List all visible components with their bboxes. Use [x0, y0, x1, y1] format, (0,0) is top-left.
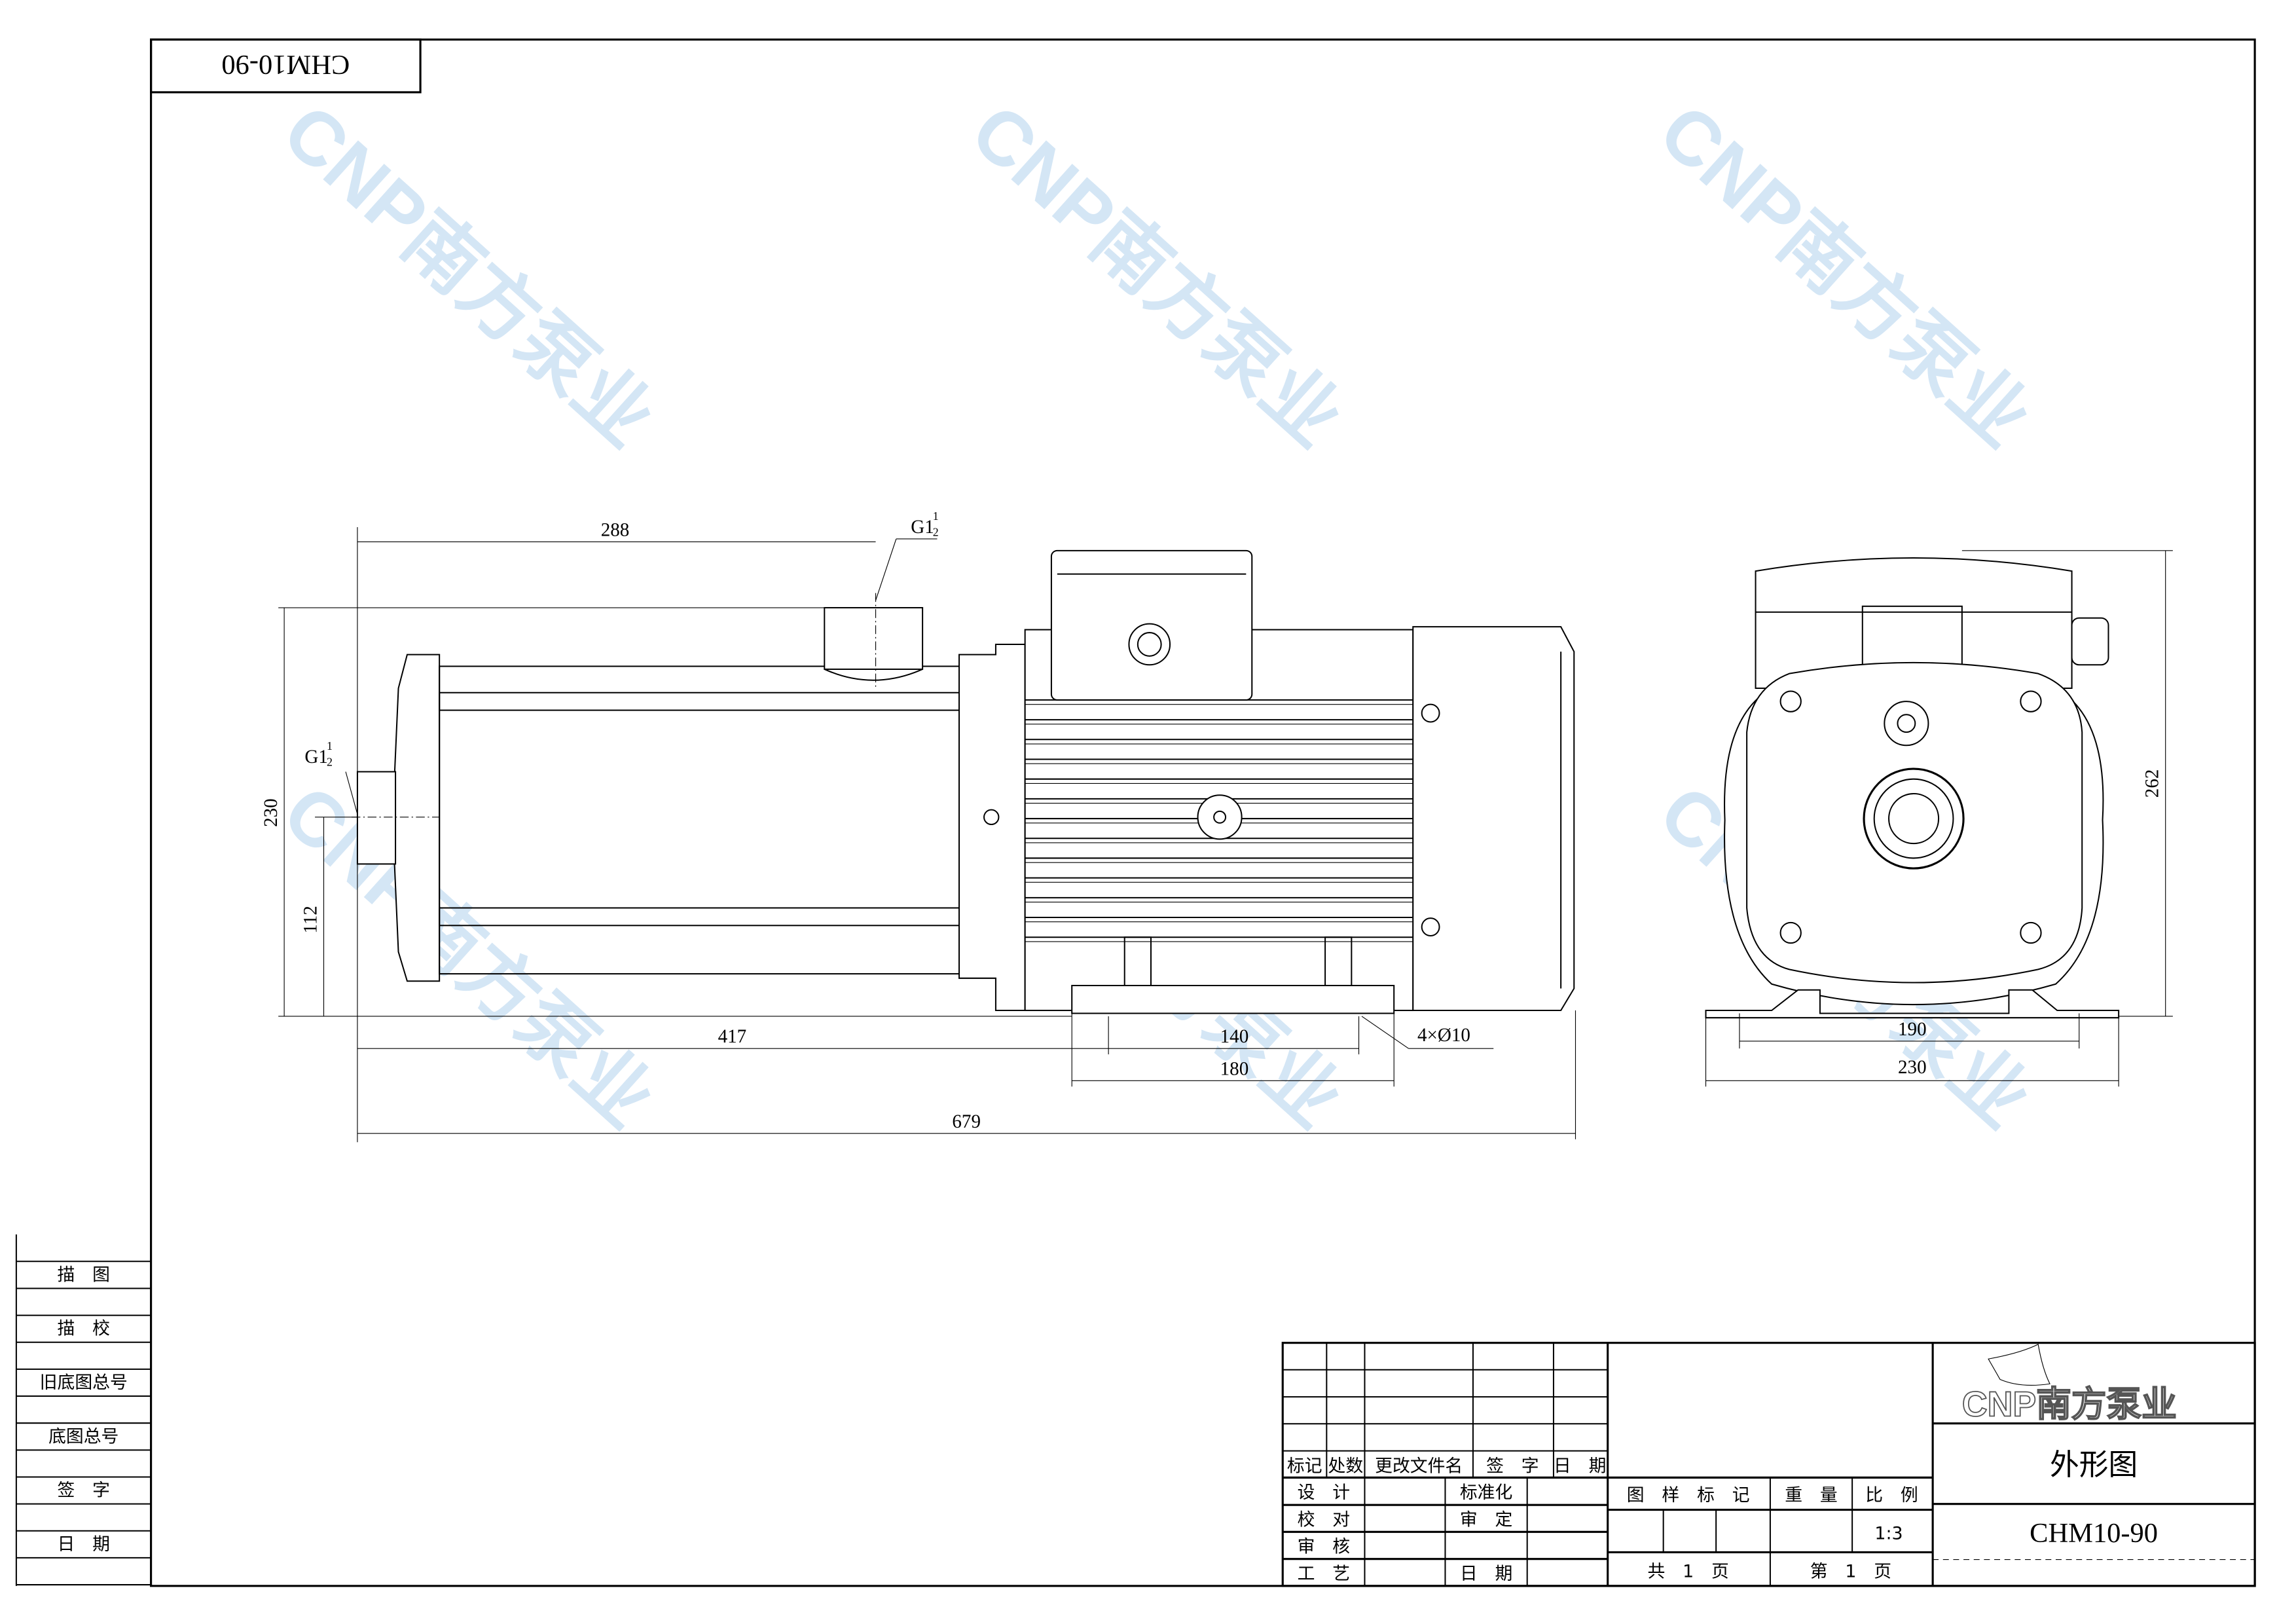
- dim-288: 288: [601, 519, 630, 540]
- model-tab-label: CHM10-90: [221, 49, 350, 80]
- sheets-total: 共 1 页: [1647, 1561, 1728, 1581]
- approval-label: 设 计: [1298, 1483, 1350, 1503]
- company-logo-text: CNP南方泵业: [1962, 1384, 2177, 1424]
- drawing-number: CHM10-90: [2030, 1518, 2158, 1549]
- dim-holes: 4×Ø10: [1417, 1025, 1470, 1046]
- drain-plug: [1884, 701, 1929, 747]
- holes-leader: [1361, 1016, 1409, 1049]
- pump-front-view: [1705, 557, 2120, 1019]
- pump-sleeve: [439, 665, 960, 975]
- terminal-box: [1050, 549, 1253, 701]
- dim-180: 180: [1220, 1058, 1249, 1079]
- bolt-icon: [2020, 690, 2042, 712]
- logo-swoosh: [1988, 1344, 2050, 1386]
- drawing-frame: [150, 38, 2256, 1587]
- outlet-neck: [824, 669, 923, 681]
- dim-140: 140: [1220, 1026, 1249, 1047]
- approval-label-2: 审 定: [1460, 1510, 1512, 1530]
- motor-boss-hole: [1213, 810, 1227, 824]
- cable-gland-icon: [1128, 623, 1171, 666]
- drawing-title: 外形图: [2050, 1447, 2138, 1482]
- motor-bracket: [958, 643, 1026, 1012]
- inlet-port-bore: [1888, 793, 1940, 845]
- approval-label: 审 核: [1298, 1537, 1350, 1557]
- tie-rod-bottom: [439, 907, 960, 927]
- watermark: CNP南方泵业: [955, 88, 1358, 462]
- rev-header: 标记: [1287, 1456, 1322, 1476]
- dim-190: 190: [1898, 1019, 1927, 1040]
- rev-header: 签 字: [1486, 1456, 1539, 1476]
- inlet-thread-frac-num: 1: [327, 739, 333, 752]
- approval-label: 工 艺: [1298, 1564, 1350, 1584]
- foot-rib: [1123, 936, 1152, 987]
- inlet-port-mid: [1873, 778, 1954, 859]
- company-logo: CNP南方泵业: [1961, 1344, 2178, 1424]
- outlet-thread-frac-num: 1: [933, 509, 939, 523]
- dim-230-front: 230: [1898, 1057, 1927, 1078]
- bolt-icon: [1779, 921, 1802, 944]
- dim-679: 679: [952, 1111, 981, 1132]
- dim-417: 417: [718, 1026, 747, 1047]
- rev-header: 日 期: [1554, 1456, 1606, 1476]
- bolt-icon: [1779, 690, 1802, 712]
- outlet-thread-label: G1: [911, 517, 934, 538]
- pump-side-view: [351, 549, 1575, 1014]
- dim-112: 112: [300, 906, 321, 934]
- outlet-thread-frac-den: 2: [933, 525, 939, 538]
- screw-icon: [1421, 703, 1440, 723]
- inlet-port-outer: [1863, 767, 1965, 870]
- approval-label: 校 对: [1298, 1510, 1350, 1530]
- scale-value: 1:3: [1874, 1523, 1903, 1543]
- mid-header-drawing-mark: 图 样 标 记: [1627, 1485, 1750, 1505]
- side-dimensions: 288 G1 1 2 230 112 G1 1 2 417 140 180 67…: [261, 509, 1576, 1143]
- motor-foot: [1071, 984, 1395, 1014]
- title-block: 图 样 标 记 重 量 比 例 1:3 共 1 页 第 1 页 CNP南方泵业 …: [1281, 1342, 2256, 1587]
- watermark: CNP南方泵业: [1644, 88, 2047, 462]
- pump-cover-front: [1746, 661, 2083, 984]
- rev-header: 处数: [1328, 1456, 1364, 1476]
- strip-label: 旧底图总号: [40, 1373, 128, 1393]
- fan-cover: [1412, 626, 1575, 1012]
- inlet-leader: [345, 771, 358, 815]
- inlet-stub: [356, 771, 397, 865]
- outlet-port: [824, 607, 924, 670]
- foot-rib: [1324, 936, 1353, 987]
- strip-label: 底图总号: [48, 1426, 118, 1447]
- strip-label: 描 校: [58, 1319, 110, 1339]
- cable-gland-front: [2071, 617, 2109, 666]
- sheet-number: 第 1 页: [1810, 1561, 1891, 1581]
- title-block-border: [1281, 1342, 2256, 1587]
- outlet-leader: [875, 538, 897, 601]
- inlet-flange: [392, 654, 441, 982]
- strip-label: 签 字: [58, 1481, 110, 1501]
- model-tab-box: [150, 38, 422, 94]
- approval-label-2: 日 期: [1460, 1564, 1512, 1584]
- dim-230: 230: [261, 798, 282, 827]
- watermark: CNP南方泵业: [267, 769, 670, 1143]
- drain-plug-hex: [1897, 714, 1916, 733]
- inlet-thread-label: G1: [304, 747, 328, 767]
- dim-262: 262: [2142, 769, 2163, 798]
- mid-header-weight: 重 量: [1785, 1485, 1837, 1505]
- mid-header-scale: 比 例: [1865, 1485, 1918, 1505]
- strip-label: 描 图: [58, 1264, 110, 1285]
- bolt-icon: [2020, 921, 2042, 944]
- screw-icon: [1421, 917, 1440, 936]
- approval-label-2: 标准化: [1460, 1483, 1512, 1503]
- strip-label: 日 期: [58, 1534, 110, 1555]
- cable-gland-inner: [1137, 632, 1162, 657]
- tie-rod-top: [439, 692, 960, 711]
- watermark: CNP南方泵业: [267, 88, 670, 462]
- inlet-thread-frac-den: 2: [327, 756, 333, 769]
- terminal-box-front: [1755, 557, 2073, 690]
- rev-header: 更改文件名: [1375, 1456, 1463, 1476]
- motor-boss: [1197, 794, 1243, 840]
- front-dimensions: 262 190 230: [1705, 550, 2173, 1087]
- bracket-hole: [983, 809, 1000, 826]
